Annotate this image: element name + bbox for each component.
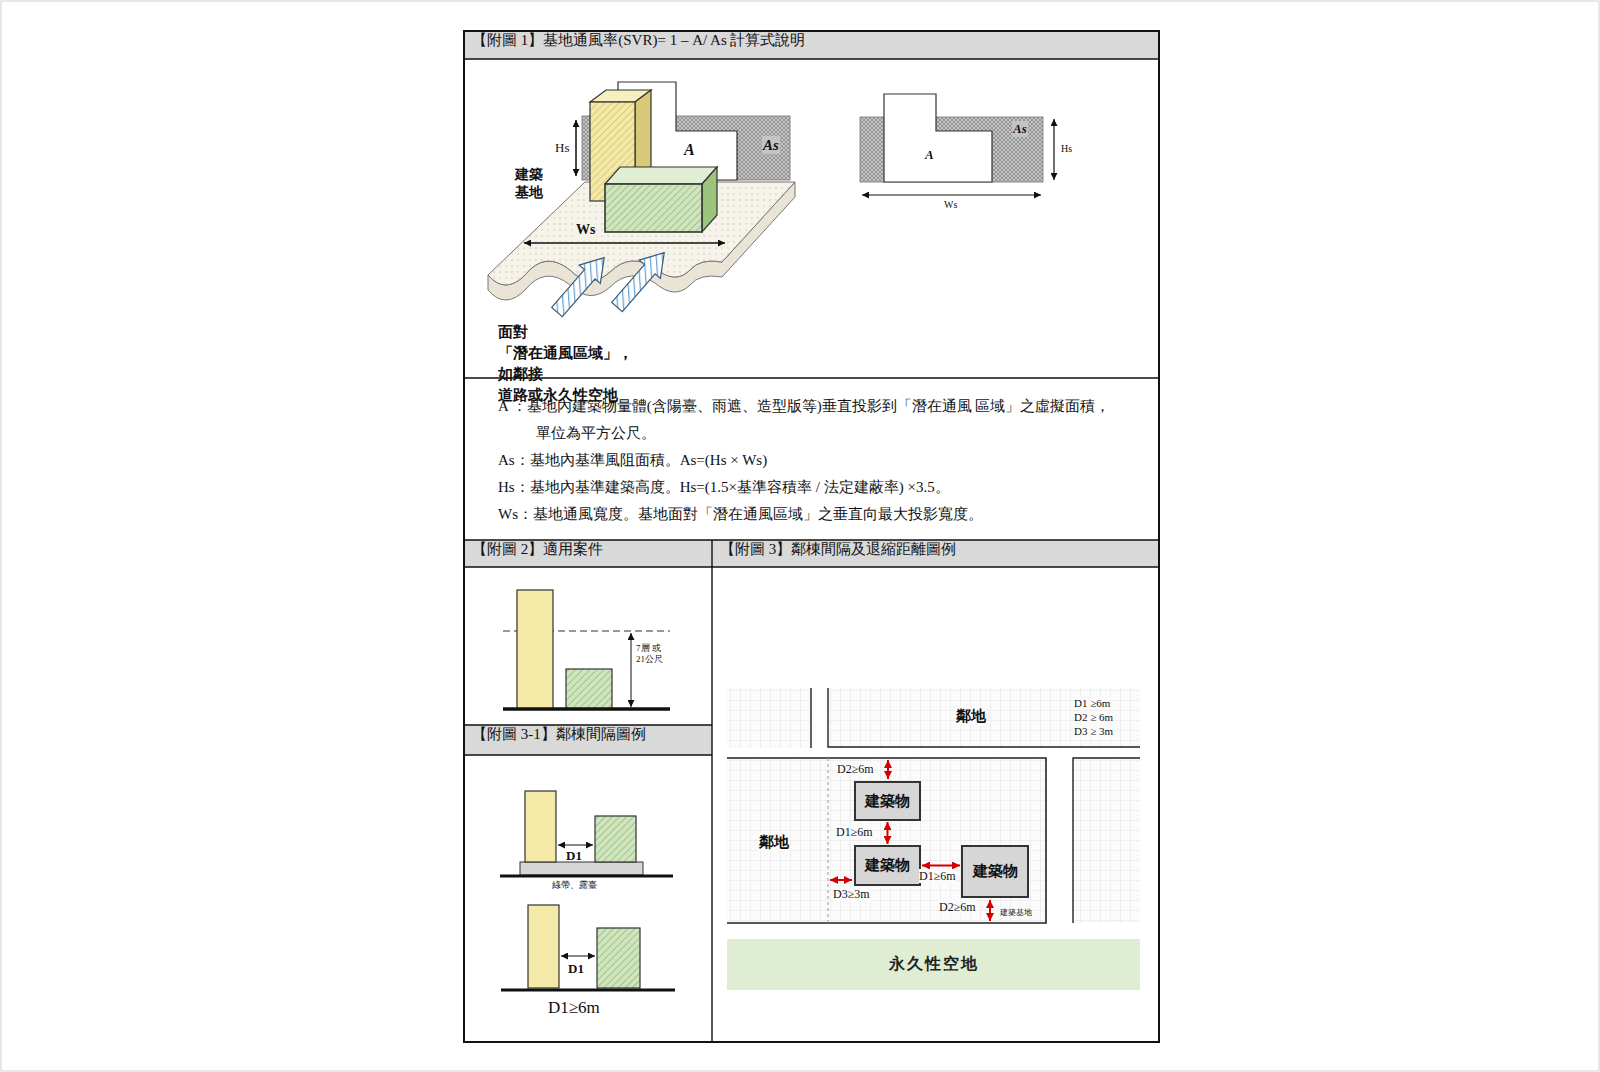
drawing-line xyxy=(501,989,675,992)
dimension-label: D1≥6m xyxy=(548,998,600,1018)
dimension-label: D1 xyxy=(566,848,582,864)
drawing-path xyxy=(828,758,829,923)
drawing-rect xyxy=(528,905,559,988)
site-label: 建築基地 xyxy=(999,908,1033,918)
drawing-line xyxy=(575,120,577,176)
building-box: 建築物 xyxy=(854,845,921,886)
drawing-rect xyxy=(464,31,1159,59)
definition-text: Ws：基地通風寬度。基地面對「潛在通風區域」之垂直向最大投影寬度。 xyxy=(498,501,983,528)
drawing-path xyxy=(811,688,1140,748)
drawing-rect xyxy=(597,928,640,988)
dimension-label: D1 xyxy=(568,961,584,977)
drawing-line xyxy=(887,760,889,779)
setback-label: D3≥3m xyxy=(832,887,871,901)
drawing-line xyxy=(862,194,1041,195)
figure-header: 【附圖 2】適用案件 xyxy=(464,540,712,567)
drawing-rect xyxy=(811,688,828,748)
spacing-label: D1≥6m xyxy=(836,825,873,839)
node-text: 建築物 xyxy=(973,862,1018,881)
dimension-label: Hs xyxy=(1061,143,1072,155)
node-text: 建築物 xyxy=(865,792,910,811)
drawing-rect xyxy=(517,590,553,709)
setback-label: D2≥6m xyxy=(938,900,977,914)
building-box: 建築物 xyxy=(854,781,921,821)
drawing-path xyxy=(1073,758,1140,923)
drawing-polygon xyxy=(546,248,614,321)
dimension-label: Hs xyxy=(555,140,569,156)
drawing-path xyxy=(727,758,1046,923)
drawing-line xyxy=(503,707,670,711)
dimension-label: Ws xyxy=(575,222,596,239)
open-space-band: 永久性空地 xyxy=(727,939,1140,990)
setback-label: D2≥6m xyxy=(836,762,875,776)
drawing-rect xyxy=(605,184,702,232)
node-text: 永久性空地 xyxy=(889,954,979,975)
figure-header: 【附圖 3-1】鄰棟間隔圖例 xyxy=(464,725,712,755)
base-note: 綠帶、露臺 xyxy=(552,880,597,891)
node-text: 【附圖 3】鄰棟間隔及退縮距離圖例 xyxy=(720,540,956,559)
neighbor-label: 鄰地 xyxy=(758,833,790,851)
definition-text: Hs：基地內基準建築高度。Hs=(1.5×基準容積率 / 法定建蔽率) ×3.5… xyxy=(498,474,950,501)
drawing-rect xyxy=(727,923,1140,939)
area-label: As xyxy=(1012,121,1028,137)
drawing-rect xyxy=(464,540,712,567)
spacing-label: D1≥6m xyxy=(919,869,956,883)
area-label: A xyxy=(924,147,935,163)
drawing-path xyxy=(464,59,1159,1042)
note-text: 面對「潛在通風區域」，如鄰接 道路或永久性空地 xyxy=(498,322,633,406)
area-label: A xyxy=(683,140,696,159)
drawing-rect xyxy=(712,540,1159,567)
drawing-polygon xyxy=(702,167,717,232)
node-text: 【附圖 1】基地通風率(SVR)= 1 – A/ As 計算式說明 xyxy=(472,31,805,50)
building-box: 建築物 xyxy=(961,845,1029,898)
node-text: 【附圖 2】適用案件 xyxy=(472,540,603,559)
drawing-rect xyxy=(464,725,712,755)
drawing-line xyxy=(524,242,725,244)
drawing-rect xyxy=(595,816,636,862)
rule-text: D2 ≥ 6m xyxy=(1073,711,1114,724)
figure-header: 【附圖 3】鄰棟間隔及退縮距離圖例 xyxy=(712,540,1159,567)
drawing-line xyxy=(1053,119,1054,180)
drawing-polygon xyxy=(605,167,717,184)
drawing-rect xyxy=(727,688,1140,925)
drawing-rect xyxy=(727,748,1140,758)
drawing-line xyxy=(631,633,632,707)
site-label: 建築 基地 xyxy=(515,166,543,201)
drawing-polygon xyxy=(884,94,992,182)
drawing-rect xyxy=(464,31,1159,1042)
figure-header: 【附圖 1】基地通風率(SVR)= 1 – A/ As 計算式說明 xyxy=(464,31,1159,59)
rule-text: D1 ≥6m xyxy=(1073,697,1111,710)
drawing-line xyxy=(989,900,991,921)
height-note: 7層 或 21公尺 xyxy=(636,643,663,665)
drawing-rect xyxy=(727,939,1140,990)
drawing-line xyxy=(561,956,595,957)
drawing-rect xyxy=(520,862,643,875)
spacing-arrow xyxy=(922,865,960,867)
spacing-arrow xyxy=(887,822,889,844)
drawing-polygon xyxy=(606,243,674,316)
drawing-line xyxy=(500,875,673,878)
node-text: 【附圖 3-1】鄰棟間隔圖例 xyxy=(472,725,646,744)
drawing-rect xyxy=(566,669,612,709)
node-text: 建築物 xyxy=(865,856,910,875)
definition-text: As：基地內基準風阻面積。As=(Hs × Ws) xyxy=(498,447,767,474)
definition-text: A ：基地內建築物量體(含陽臺、雨遮、造型版等)垂直投影到「潛在通風 區域」之虛… xyxy=(498,393,1138,447)
drawing-rect xyxy=(525,791,556,862)
rule-text: D3 ≥ 3m xyxy=(1073,725,1114,738)
drawing-line xyxy=(558,845,593,846)
neighbor-label: 鄰地 xyxy=(955,707,987,725)
drawing-line xyxy=(830,879,852,881)
dimension-label: Ws xyxy=(944,199,957,211)
area-label: As xyxy=(762,136,780,154)
drawing-rect xyxy=(1046,758,1073,925)
